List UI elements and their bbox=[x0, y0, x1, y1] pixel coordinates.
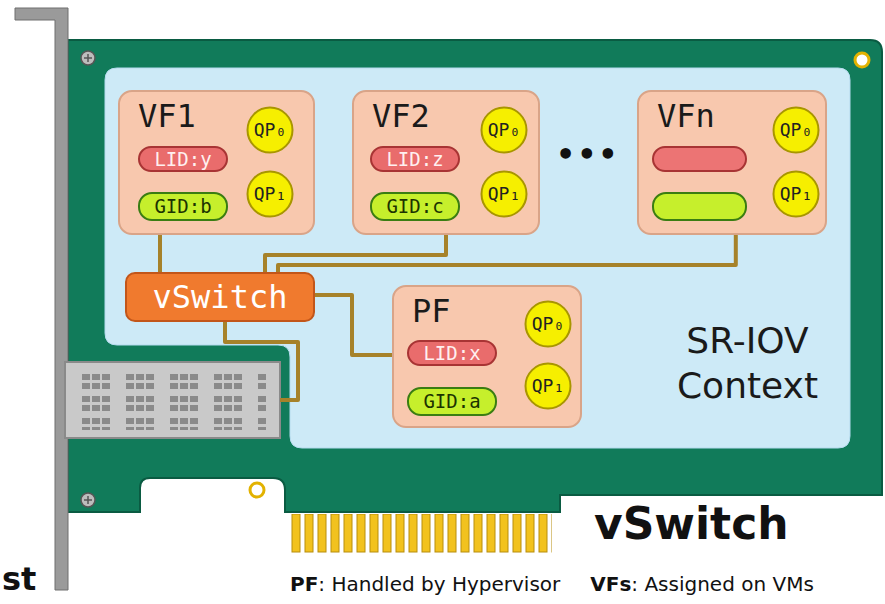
vswitch-box: vSwitch bbox=[125, 272, 315, 322]
node-text: QP₁ bbox=[254, 185, 287, 203]
network-port bbox=[65, 362, 280, 438]
circle-shape bbox=[248, 172, 293, 217]
circle-shape bbox=[526, 302, 571, 347]
card-title: vSwitch bbox=[594, 500, 789, 548]
cut-text: st bbox=[2, 562, 36, 597]
circle-shape bbox=[482, 108, 527, 153]
node-text: QP₀ bbox=[532, 315, 565, 333]
function-box: PF LID:xGID:a QP₀ QP₁ bbox=[392, 285, 582, 428]
box-heading: VF1 bbox=[138, 98, 196, 135]
screw bbox=[81, 51, 95, 65]
connector bbox=[158, 235, 162, 272]
queue-pair-circle: QP₀ bbox=[480, 106, 528, 154]
footer-key: PF bbox=[290, 572, 318, 596]
queue-pair-circle: QP₀ bbox=[246, 106, 294, 154]
empty-gid-pill bbox=[652, 192, 747, 221]
node-text: QP₀ bbox=[780, 121, 813, 139]
gold-fingers bbox=[290, 514, 552, 554]
footer-text: : Handled by Hypervisor bbox=[318, 572, 560, 596]
box-heading: VF2 bbox=[372, 98, 430, 135]
region-shape bbox=[105, 68, 850, 448]
box-heading: PF bbox=[412, 293, 451, 330]
circuit-board bbox=[68, 40, 882, 512]
footer-text: : Assigned on VMs bbox=[631, 572, 814, 596]
circle-shape bbox=[774, 172, 819, 217]
footer-key: VFs bbox=[590, 572, 631, 596]
node-text: QP₀ bbox=[488, 121, 521, 139]
mount-hole bbox=[855, 53, 869, 67]
lid-pill: LID:x bbox=[407, 340, 497, 366]
queue-pair-circle: QP₁ bbox=[246, 170, 294, 218]
port-grid bbox=[78, 370, 268, 430]
node-text: QP₁ bbox=[780, 185, 813, 203]
node-text: LID:x bbox=[423, 344, 480, 363]
circle-shape bbox=[774, 108, 819, 153]
node-text: LID:y bbox=[154, 150, 211, 169]
footer-legend: PF: Handled by Hypervisor VFs: Assigned o… bbox=[290, 572, 814, 596]
gid-pill: GID:c bbox=[370, 192, 460, 221]
queue-pair-circle: QP₁ bbox=[480, 170, 528, 218]
function-box: VF1LID:yGID:b QP₀ QP₁ bbox=[118, 90, 315, 235]
queue-pair-circle: QP₁ bbox=[524, 362, 572, 410]
node-text: SR-IOV Context bbox=[650, 318, 845, 408]
node-text: vSwitch bbox=[153, 281, 288, 313]
node-text: GID:c bbox=[386, 197, 443, 216]
node-text: GID:a bbox=[423, 392, 480, 411]
gid-pill: GID:b bbox=[138, 192, 228, 221]
circle-shape bbox=[248, 108, 293, 153]
node-text: QP₁ bbox=[488, 185, 521, 203]
ellipsis: ••• bbox=[556, 140, 620, 170]
lid-pill: LID:y bbox=[138, 146, 228, 172]
lid-pill: LID:z bbox=[370, 146, 460, 172]
box-heading: VFn bbox=[657, 98, 715, 135]
mount-hole bbox=[250, 483, 264, 497]
mounting-bracket bbox=[15, 8, 68, 590]
node-text: GID:b bbox=[154, 197, 211, 216]
connector bbox=[278, 235, 736, 272]
sriov-region: SR-IOV ContextVF1LID:yGID:bQP₀QP₁VF2LID:… bbox=[105, 68, 850, 448]
gid-pill: GID:a bbox=[407, 387, 497, 416]
circle-shape bbox=[482, 172, 527, 217]
queue-pair-circle: QP₀ bbox=[524, 300, 572, 348]
function-box: VFnQP₀ QP₁ bbox=[637, 90, 827, 235]
circle-shape bbox=[526, 364, 571, 409]
node-text: LID:z bbox=[386, 150, 443, 169]
empty-lid-pill bbox=[652, 146, 747, 172]
queue-pair-circle: QP₀ bbox=[772, 106, 820, 154]
port-wire bbox=[225, 322, 298, 400]
function-box: VF2LID:zGID:c QP₀ QP₁ bbox=[352, 90, 540, 235]
queue-pair-circle: QP₁ bbox=[772, 170, 820, 218]
node-text: QP₁ bbox=[532, 377, 565, 395]
node-text: QP₀ bbox=[254, 121, 287, 139]
connector bbox=[315, 295, 392, 355]
screw bbox=[81, 493, 95, 507]
